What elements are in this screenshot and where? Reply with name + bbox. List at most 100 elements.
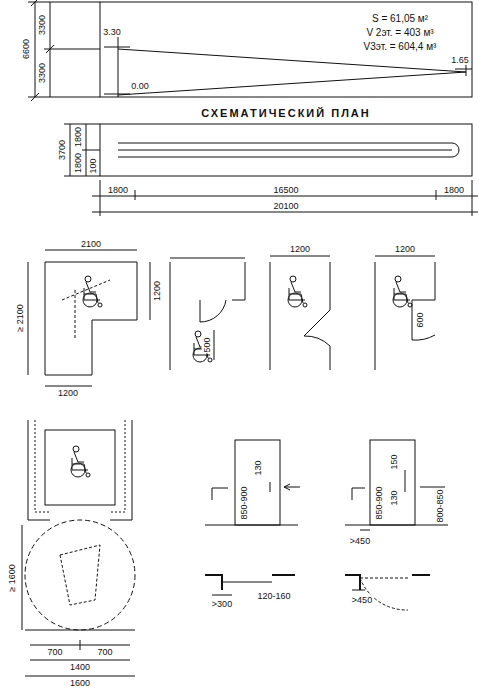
elevator-plan — [25, 520, 135, 630]
elevator-plan — [25, 630, 135, 631]
wheelchair-turning-space — [150, 262, 151, 320]
door-elevation — [360, 530, 370, 531]
door-elevation — [284, 487, 300, 488]
ramp-elevation — [118, 49, 466, 72]
ramp-elevation — [28, 2, 100, 3]
ramp-elevation — [35, 2, 36, 97]
dimension-label: 1200 — [152, 280, 162, 302]
elevator-plan — [45, 430, 115, 505]
ramp-plan — [118, 143, 459, 157]
dimension-label: 500 — [202, 336, 212, 353]
plan-caption: СХЕМАТИЧЕСКИЙ ПЛАН — [200, 107, 372, 119]
door-elevation — [235, 440, 280, 525]
area-volume-note: V 2эт. = 403 м³ — [365, 27, 434, 38]
dimension-label: 130 — [253, 459, 263, 476]
area-volume-note: V3эт. = 604,4 м³ — [363, 41, 438, 52]
door-elevation — [205, 525, 298, 526]
elevator-plan — [80, 640, 81, 650]
ramp-elevation — [44, 49, 100, 50]
door-elevation — [420, 487, 445, 488]
elevator-plan — [28, 420, 132, 520]
dimension-label: 1200 — [394, 244, 416, 254]
dimension-label: 16500 — [272, 185, 299, 195]
wheelchair-door-space — [270, 256, 330, 370]
ramp-plan — [92, 212, 478, 213]
dimension-label: 1800 — [73, 126, 83, 148]
dimension-label: 1400 — [69, 662, 91, 672]
elevator-plan — [30, 660, 130, 661]
dimension-label: 800-850 — [435, 488, 445, 523]
wheelchair-turning-space — [83, 276, 102, 307]
wheelchair-door-space — [375, 256, 435, 257]
wheelchair-door-space — [375, 262, 435, 370]
dimension-label: 20100 — [272, 201, 299, 211]
dimension-label: 6600 — [21, 38, 31, 60]
elevator-plan — [25, 676, 135, 677]
dimension-label: 850-900 — [374, 485, 384, 520]
ramp-elevation — [118, 72, 466, 95]
dimension-label: 3700 — [57, 139, 67, 161]
elevator-plan — [22, 525, 23, 630]
door-plan — [345, 575, 430, 610]
dimension-label: 1.65 — [450, 55, 470, 65]
door-elevation — [270, 482, 271, 492]
ramp-elevation — [466, 64, 467, 76]
wheelchair-turning-space — [62, 280, 110, 340]
dimension-label: 100 — [88, 157, 98, 174]
dimension-label: 1800 — [73, 152, 83, 174]
dimension-label: 1600 — [69, 678, 91, 688]
door-plan — [360, 578, 410, 610]
ramp-elevation — [28, 0, 472, 101]
dimension-label: ≥ 2100 — [15, 303, 25, 332]
dimension-label: 3300 — [37, 62, 47, 84]
ramp-plan — [92, 196, 478, 197]
wheelchair-door-space — [375, 256, 435, 370]
door-plan — [205, 575, 295, 590]
door-plan — [212, 595, 232, 596]
dimension-label: 1200 — [289, 244, 311, 254]
dimension-label: 700 — [46, 647, 63, 657]
door-plan — [345, 575, 430, 590]
ramp-plan — [436, 190, 437, 200]
wheelchair-door-space — [270, 262, 330, 370]
door-plan — [352, 590, 365, 591]
elevator-plan — [71, 446, 90, 477]
dimension-label: 1200 — [57, 388, 79, 398]
wheelchair-turning-space — [45, 262, 137, 375]
wheelchair-door-space — [270, 256, 330, 257]
dimension-label: >450 — [351, 595, 373, 605]
ramp-plan — [135, 190, 136, 200]
dimension-label: 150 — [389, 453, 399, 470]
door-elevation — [352, 488, 353, 500]
wheelchair-door-space — [170, 258, 245, 370]
door-elevation — [405, 470, 406, 492]
dimension-label: 3.30 — [102, 27, 122, 37]
ramp-plan — [472, 180, 473, 216]
door-elevation — [284, 484, 290, 490]
ramp-plan — [100, 124, 472, 176]
wheelchair-turning-space — [28, 250, 150, 386]
door-plan — [222, 582, 272, 583]
wheelchair-door-space — [193, 331, 212, 362]
door-elevation — [345, 525, 448, 526]
ramp-plan — [82, 150, 100, 151]
dimension-label: 1800 — [107, 185, 129, 195]
ramp-elevation — [46, 45, 54, 53]
wheelchair-door-space — [288, 276, 307, 307]
door-elevation — [212, 488, 213, 500]
wheelchair-door-space — [200, 300, 226, 322]
wheelchair-door-space — [393, 276, 412, 307]
elevator-plan — [60, 545, 100, 605]
dimension-label: 600 — [415, 311, 425, 328]
dimension-label: 1800 — [443, 185, 465, 195]
wheelchair-door-space — [214, 330, 215, 360]
dimension-label: 850-900 — [239, 485, 249, 520]
door-elevation — [352, 488, 365, 489]
door-elevation — [212, 488, 228, 489]
ramp-elevation — [31, 93, 39, 101]
elevator-plan — [35, 420, 125, 512]
ramp-elevation — [28, 97, 100, 98]
ramp-plan — [70, 124, 71, 176]
